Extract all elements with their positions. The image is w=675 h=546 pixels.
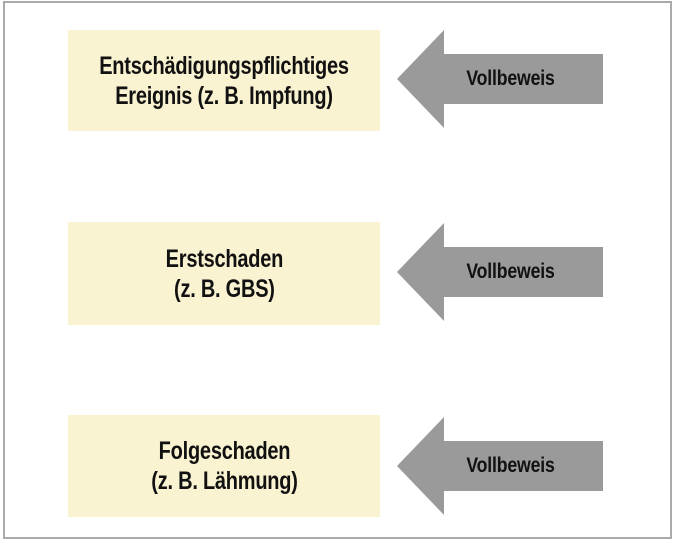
event-box-label-line2: Ereignis (z. B. Impfung) xyxy=(115,81,333,110)
arrow-label: Vollbeweis xyxy=(466,454,555,477)
event-box-consequential-damage: Folgeschaden (z. B. Lähmung) xyxy=(68,415,380,517)
arrow-label: Vollbeweis xyxy=(466,260,555,283)
arrow-label-container: Vollbeweis xyxy=(397,223,603,321)
event-box-label: Folgeschaden (z. B. Lähmung) xyxy=(150,436,298,496)
event-box-label-line1: Folgeschaden xyxy=(158,437,290,465)
proof-arrow-compensable-event: Vollbeweis xyxy=(397,30,603,128)
arrow-label-container: Vollbeweis xyxy=(397,30,603,128)
proof-arrow-primary-damage: Vollbeweis xyxy=(397,223,603,321)
event-box-label: Erstschaden (z. B. GBS) xyxy=(165,244,283,304)
left-arrow-shape xyxy=(397,223,603,321)
left-arrow-icon xyxy=(397,223,603,321)
left-arrow-icon xyxy=(397,417,603,515)
proof-arrow-consequential-damage: Vollbeweis xyxy=(397,417,603,515)
event-box-label-line1: Entschädigungspflichtiges xyxy=(99,51,349,80)
left-arrow-shape xyxy=(397,417,603,515)
arrow-label-container: Vollbeweis xyxy=(397,417,603,515)
left-arrow-icon xyxy=(397,30,603,128)
event-box-primary-damage: Erstschaden (z. B. GBS) xyxy=(68,222,380,325)
event-box-label-line1: Erstschaden xyxy=(165,244,283,273)
left-arrow-shape xyxy=(397,30,603,128)
event-box-compensable-event: Entschädigungspflichtiges Ereignis (z. B… xyxy=(68,30,380,131)
arrow-label: Vollbeweis xyxy=(466,67,555,90)
event-box-label-line2: (z. B. Lähmung) xyxy=(150,467,298,495)
event-box-label: Entschädigungspflichtiges Ereignis (z. B… xyxy=(99,51,349,111)
event-box-label-line2: (z. B. GBS) xyxy=(173,274,275,303)
